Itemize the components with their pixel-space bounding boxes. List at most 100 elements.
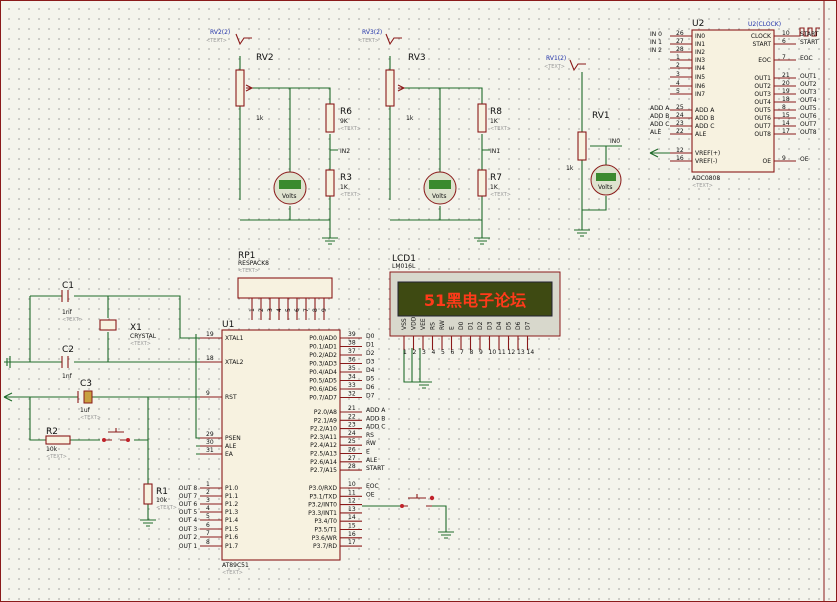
c2-capacitor[interactable] [61, 356, 69, 368]
rp1-body[interactable] [237, 277, 333, 299]
reset-pushbutton[interactable] [102, 428, 130, 442]
u1-body[interactable] [221, 329, 341, 561]
int0-pushbutton[interactable] [362, 494, 454, 539]
rp1-pin-8[interactable]: 8 [312, 298, 319, 320]
r3-resistor[interactable] [325, 169, 335, 197]
r1-resistor[interactable] [143, 483, 153, 505]
x1-crystal[interactable] [99, 319, 117, 331]
rv3-block[interactable]: RV3 1k RV3(2) <TEXT> R8 1K <TEXT> IN1 R7… [358, 29, 511, 245]
lcd1-pin-d0[interactable]: D07 [458, 321, 465, 356]
rp1-pin-9[interactable]: 9 [321, 298, 328, 320]
rp1-pin-4[interactable]: 4 [276, 298, 283, 320]
oscillator-reset-circuit[interactable]: C1 1nf <TEXT> C2 1nf X1 CRYSTAL <TEXT> C… [3, 281, 222, 527]
u1-at89c51[interactable]: U1 AT89C51 <TEXT> 19XTAL118XTAL29RST29PS… [179, 320, 387, 576]
rp1-pin-7[interactable]: 7 [303, 298, 310, 320]
lcd1-pin-d2[interactable]: D29 [477, 321, 484, 356]
r6-resistor[interactable] [325, 103, 335, 133]
lcd1-pin-d1[interactable]: D18 [468, 321, 475, 356]
lcd1-module[interactable]: 51黑电子论坛 LCD1 LM016L VSS1VDD2VEE3RS4RW5E6… [389, 254, 561, 389]
lcd1-pin-rs[interactable]: RS4 [430, 322, 437, 356]
r8-resistor[interactable] [477, 103, 487, 133]
rv3-potentiometer[interactable] [385, 69, 395, 107]
lcd1-pin-e[interactable]: E6 [449, 326, 456, 356]
rv2-block[interactable]: RV2 1k RV2(2) <TEXT> R6 9K <TEXT> IN2 R3… [206, 29, 361, 245]
rp1-pin-3[interactable]: 3 [267, 298, 274, 320]
rp1-pin-6[interactable]: 6 [294, 298, 301, 320]
c1-capacitor[interactable] [61, 290, 69, 302]
r7-resistor[interactable] [477, 169, 487, 197]
r2-resistor[interactable] [45, 435, 71, 445]
rv1-block[interactable]: RV1 1k RV1(2) <TEXT> IN0 Volts [544, 55, 622, 237]
u2-body[interactable] [691, 29, 775, 173]
rp1-pin-5[interactable]: 5 [285, 298, 292, 320]
rv1-potentiometer[interactable] [577, 131, 587, 161]
